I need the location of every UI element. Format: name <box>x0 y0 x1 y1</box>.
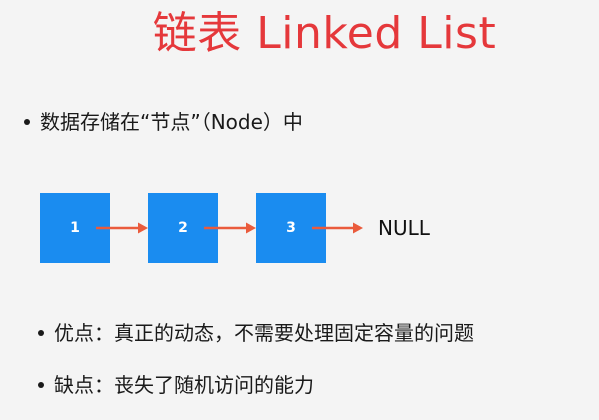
arrow-3 <box>312 222 363 234</box>
arrow-1-head <box>138 222 148 234</box>
bullet-dot-icon <box>24 118 30 125</box>
arrow-1 <box>96 222 148 234</box>
node-3: 3 <box>256 193 326 263</box>
node-3-label: 3 <box>286 220 296 236</box>
node-1-label: 1 <box>70 220 80 236</box>
bullet-intro-text: 数据存储在“节点”（Node）中 <box>40 110 303 134</box>
node-3-box <box>256 193 326 263</box>
node-2: 2 <box>148 193 218 263</box>
arrow-2-head <box>246 222 256 234</box>
null-terminal: NULL <box>378 216 431 240</box>
arrow-3-head <box>353 222 363 234</box>
bullet-pro-text: 优点：真正的动态，不需要处理固定容量的问题 <box>54 321 474 345</box>
page-title: 链表 Linked List <box>152 8 497 59</box>
bullet-con: 缺点：丧失了随机访问的能力 <box>38 371 314 399</box>
node-2-label: 2 <box>178 220 188 236</box>
bullet-intro: 数据存储在“节点”（Node）中 <box>24 108 303 136</box>
bullet-con-text: 缺点：丧失了随机访问的能力 <box>54 373 314 397</box>
bullet-pro: 优点：真正的动态，不需要处理固定容量的问题 <box>38 319 474 347</box>
node-1: 1 <box>40 193 110 263</box>
node-1-box <box>40 193 110 263</box>
bullet-dot-icon <box>38 329 44 336</box>
bullet-dot-icon <box>38 381 44 388</box>
arrow-2 <box>204 222 256 234</box>
node-2-box <box>148 193 218 263</box>
